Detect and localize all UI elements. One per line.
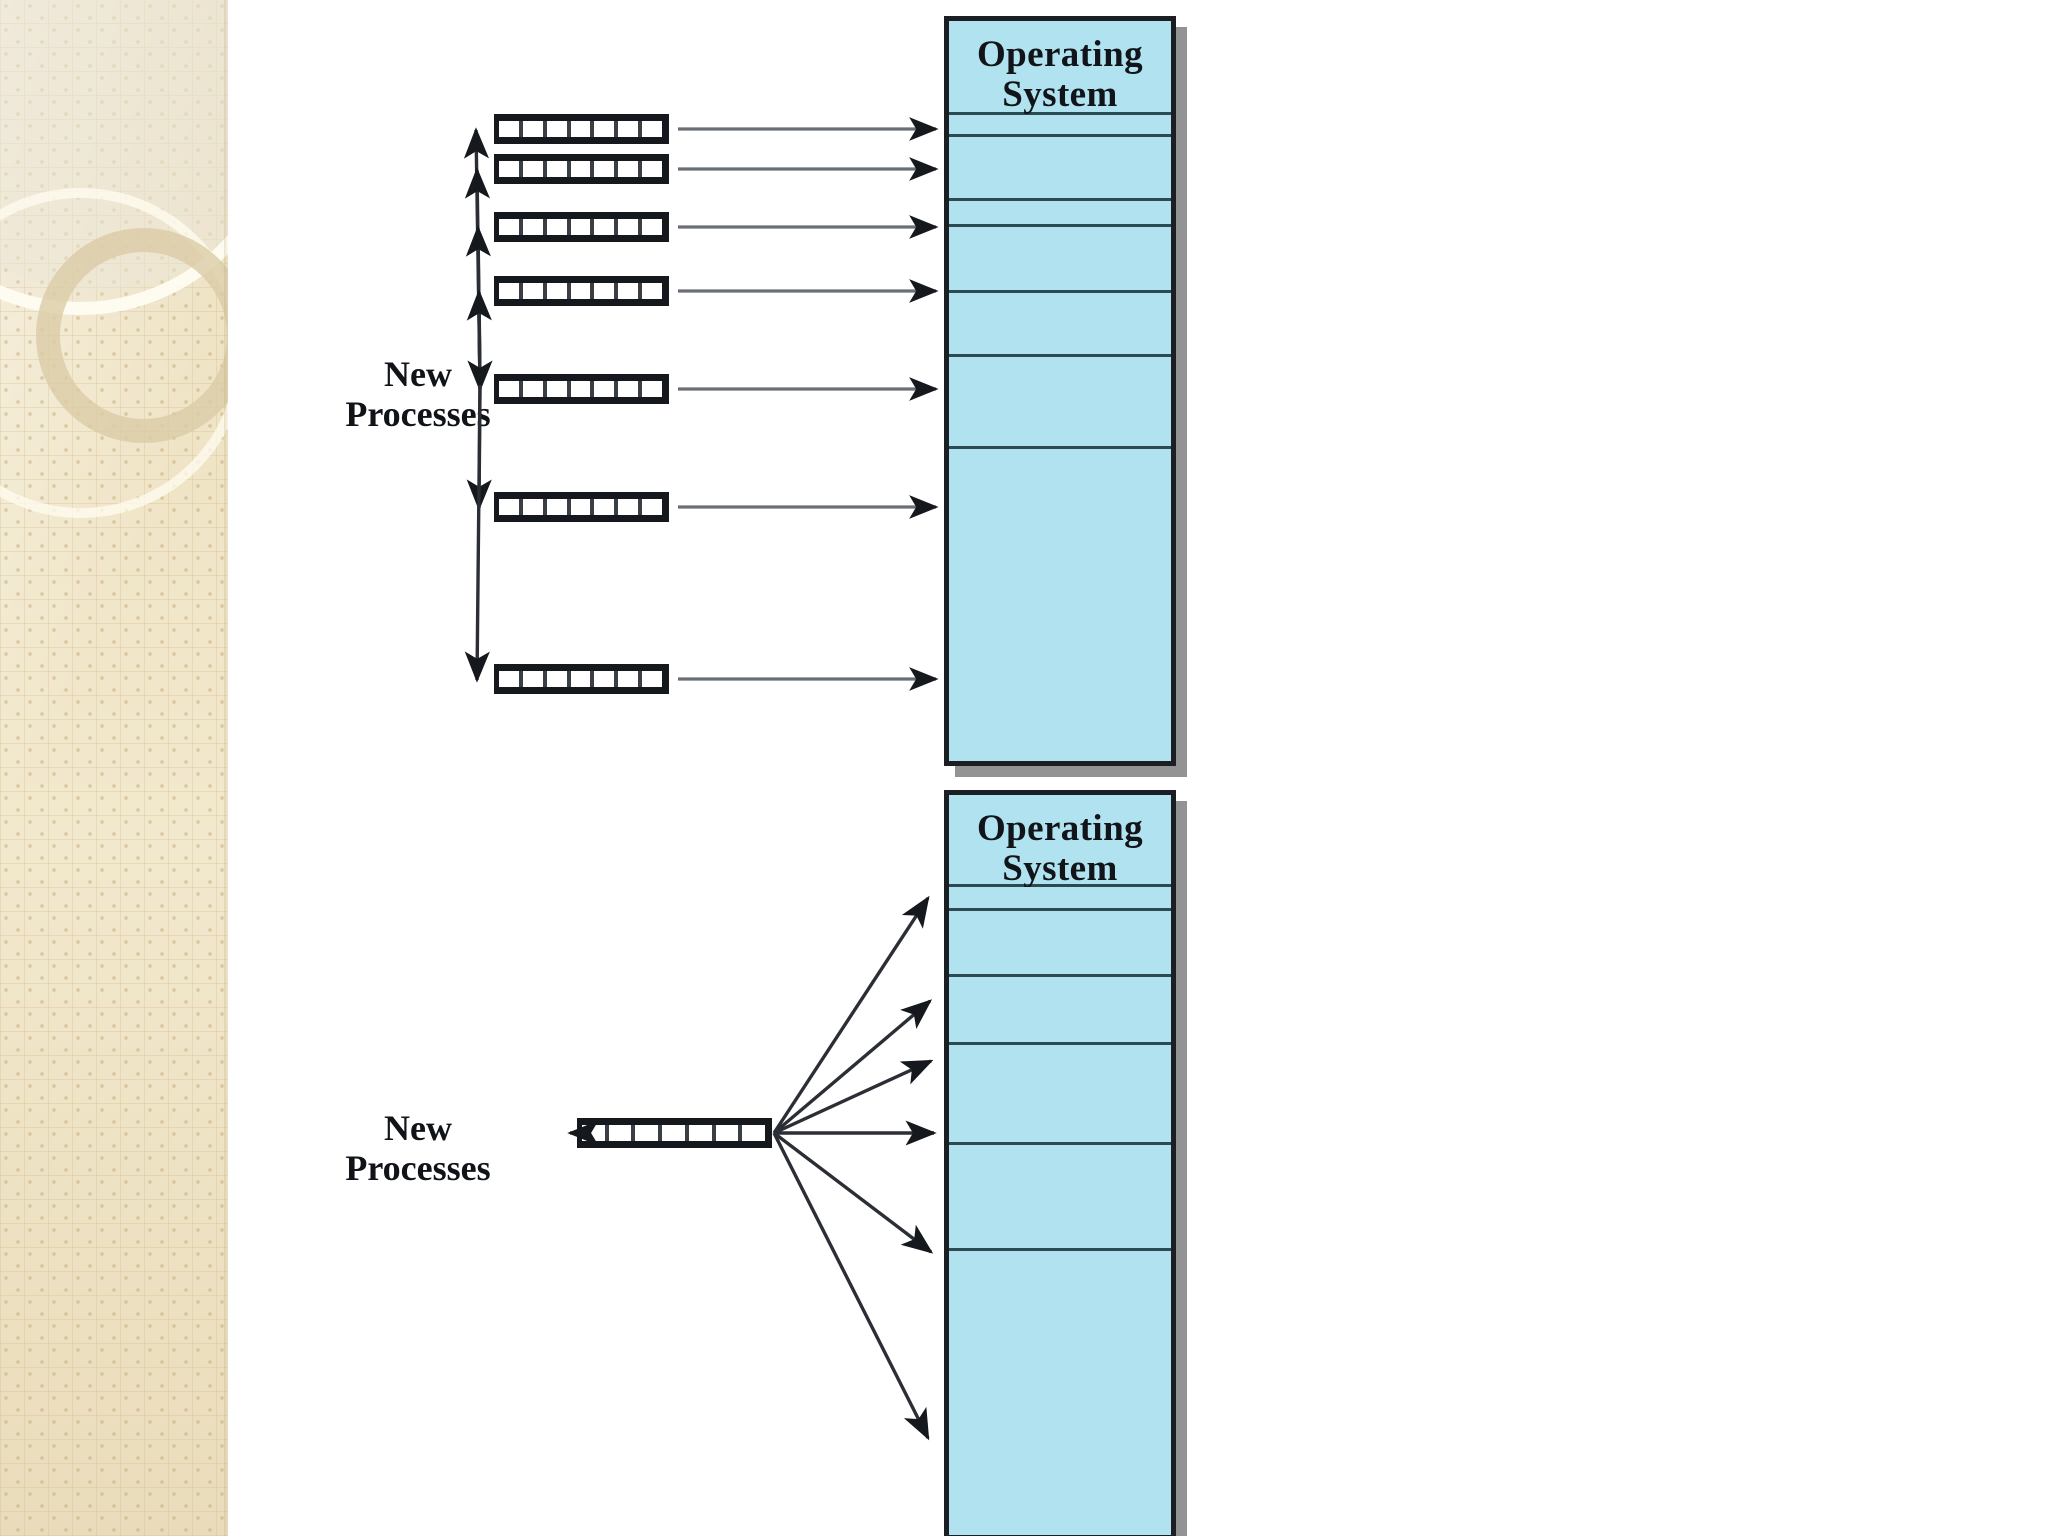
memory-partition <box>949 115 1171 137</box>
queue-cell <box>547 671 571 687</box>
os-label-bottom: Operating System <box>977 808 1143 889</box>
new-processes-label-bottom: New Processes <box>345 1108 491 1189</box>
queue-cell <box>523 219 547 235</box>
queue-cell <box>594 499 619 515</box>
queue-cell <box>642 219 662 235</box>
queue-cell <box>499 381 523 397</box>
queue-cell <box>618 121 643 137</box>
queue-cell <box>571 283 595 299</box>
queue-cell <box>547 219 571 235</box>
memory-partition <box>949 293 1171 357</box>
process-queue-single <box>577 1118 772 1148</box>
queue-cell <box>594 121 619 137</box>
fanout-arrows-bottom <box>772 895 937 1441</box>
queue-cell <box>523 283 547 299</box>
queue-cell <box>499 161 523 177</box>
fanout-arrow <box>463 127 490 386</box>
queue-to-memory-arrows-top <box>678 117 939 691</box>
memory-partition <box>949 227 1171 293</box>
queue-cell <box>523 499 547 515</box>
fanout-arrow <box>772 1131 934 1254</box>
queue-cell <box>547 499 571 515</box>
memory-partition <box>949 911 1171 977</box>
memory-block-top: Operating System <box>944 16 1176 766</box>
queue-cell <box>635 1125 663 1141</box>
queue-cell <box>547 161 571 177</box>
queue-cell <box>642 283 662 299</box>
queue-cell <box>523 381 547 397</box>
queue-cell <box>499 121 523 137</box>
new-processes-label-top: New Processes <box>345 354 491 435</box>
process-queue <box>494 114 669 144</box>
memory-partition-os-top: Operating System <box>949 21 1171 115</box>
memory-partition <box>949 1145 1171 1251</box>
queue-cell <box>547 121 571 137</box>
decorative-sidebar <box>0 0 228 1536</box>
fanout-arrow <box>773 1059 934 1135</box>
process-queue <box>494 154 669 184</box>
queue-cell <box>571 671 595 687</box>
process-queue <box>494 276 669 306</box>
queue-cell <box>662 1125 689 1141</box>
memory-partition <box>949 357 1171 449</box>
queue-cell <box>571 219 595 235</box>
sidebar-edge-shadow <box>224 0 228 1536</box>
queue-cell <box>547 381 571 397</box>
queue-cell <box>618 381 643 397</box>
queue-cell <box>642 381 662 397</box>
process-queue <box>494 212 669 242</box>
queue-cell <box>642 499 662 515</box>
queue-cell <box>594 219 619 235</box>
memory-partition <box>949 1251 1171 1535</box>
fanout-arrow <box>772 999 933 1135</box>
queue-cell <box>499 671 523 687</box>
queue-cell <box>742 1125 765 1141</box>
queue-cell <box>618 671 643 687</box>
queue-cell <box>499 283 523 299</box>
queue-cell <box>618 161 643 177</box>
queue-cell <box>594 283 619 299</box>
memory-partition-os-bottom: Operating System <box>949 795 1171 889</box>
queue-cell <box>642 121 662 137</box>
queue-cell <box>618 499 643 515</box>
queue-cell <box>642 671 662 687</box>
queue-cell <box>689 1125 716 1141</box>
queue-cell <box>499 219 523 235</box>
queue-cell <box>594 381 619 397</box>
queue-cell <box>716 1125 743 1141</box>
queue-cell <box>523 161 547 177</box>
os-label-top: Operating System <box>977 34 1143 115</box>
fanout-arrow <box>772 895 930 1134</box>
queue-cell <box>523 671 547 687</box>
memory-block-bottom: Operating System <box>944 790 1176 1536</box>
fanout-arrow <box>464 167 490 386</box>
memory-partition <box>949 201 1171 227</box>
queue-cell <box>571 499 595 515</box>
queue-cell <box>571 381 595 397</box>
queue-cell <box>582 1125 609 1141</box>
queue-cell <box>594 161 619 177</box>
queue-cell <box>571 161 595 177</box>
queue-cell <box>618 283 643 299</box>
queue-cell <box>571 121 595 137</box>
process-queue <box>494 492 669 522</box>
memory-partition <box>949 1045 1171 1145</box>
queue-cell <box>609 1125 636 1141</box>
memory-partition <box>949 977 1171 1045</box>
queue-cell <box>499 499 523 515</box>
memory-partition <box>949 887 1171 911</box>
queue-cell <box>618 219 643 235</box>
queue-cell <box>594 671 619 687</box>
process-queue <box>494 664 669 694</box>
sidebar-ring-thin <box>0 188 228 518</box>
queue-cell <box>523 121 547 137</box>
memory-partition <box>949 137 1171 201</box>
memory-partition <box>949 449 1171 761</box>
process-queue <box>494 374 669 404</box>
queue-cell <box>547 283 571 299</box>
content-canvas: Operating System New Processes <box>228 0 2048 1536</box>
fanout-arrow <box>772 1132 930 1441</box>
queue-cell <box>642 161 662 177</box>
